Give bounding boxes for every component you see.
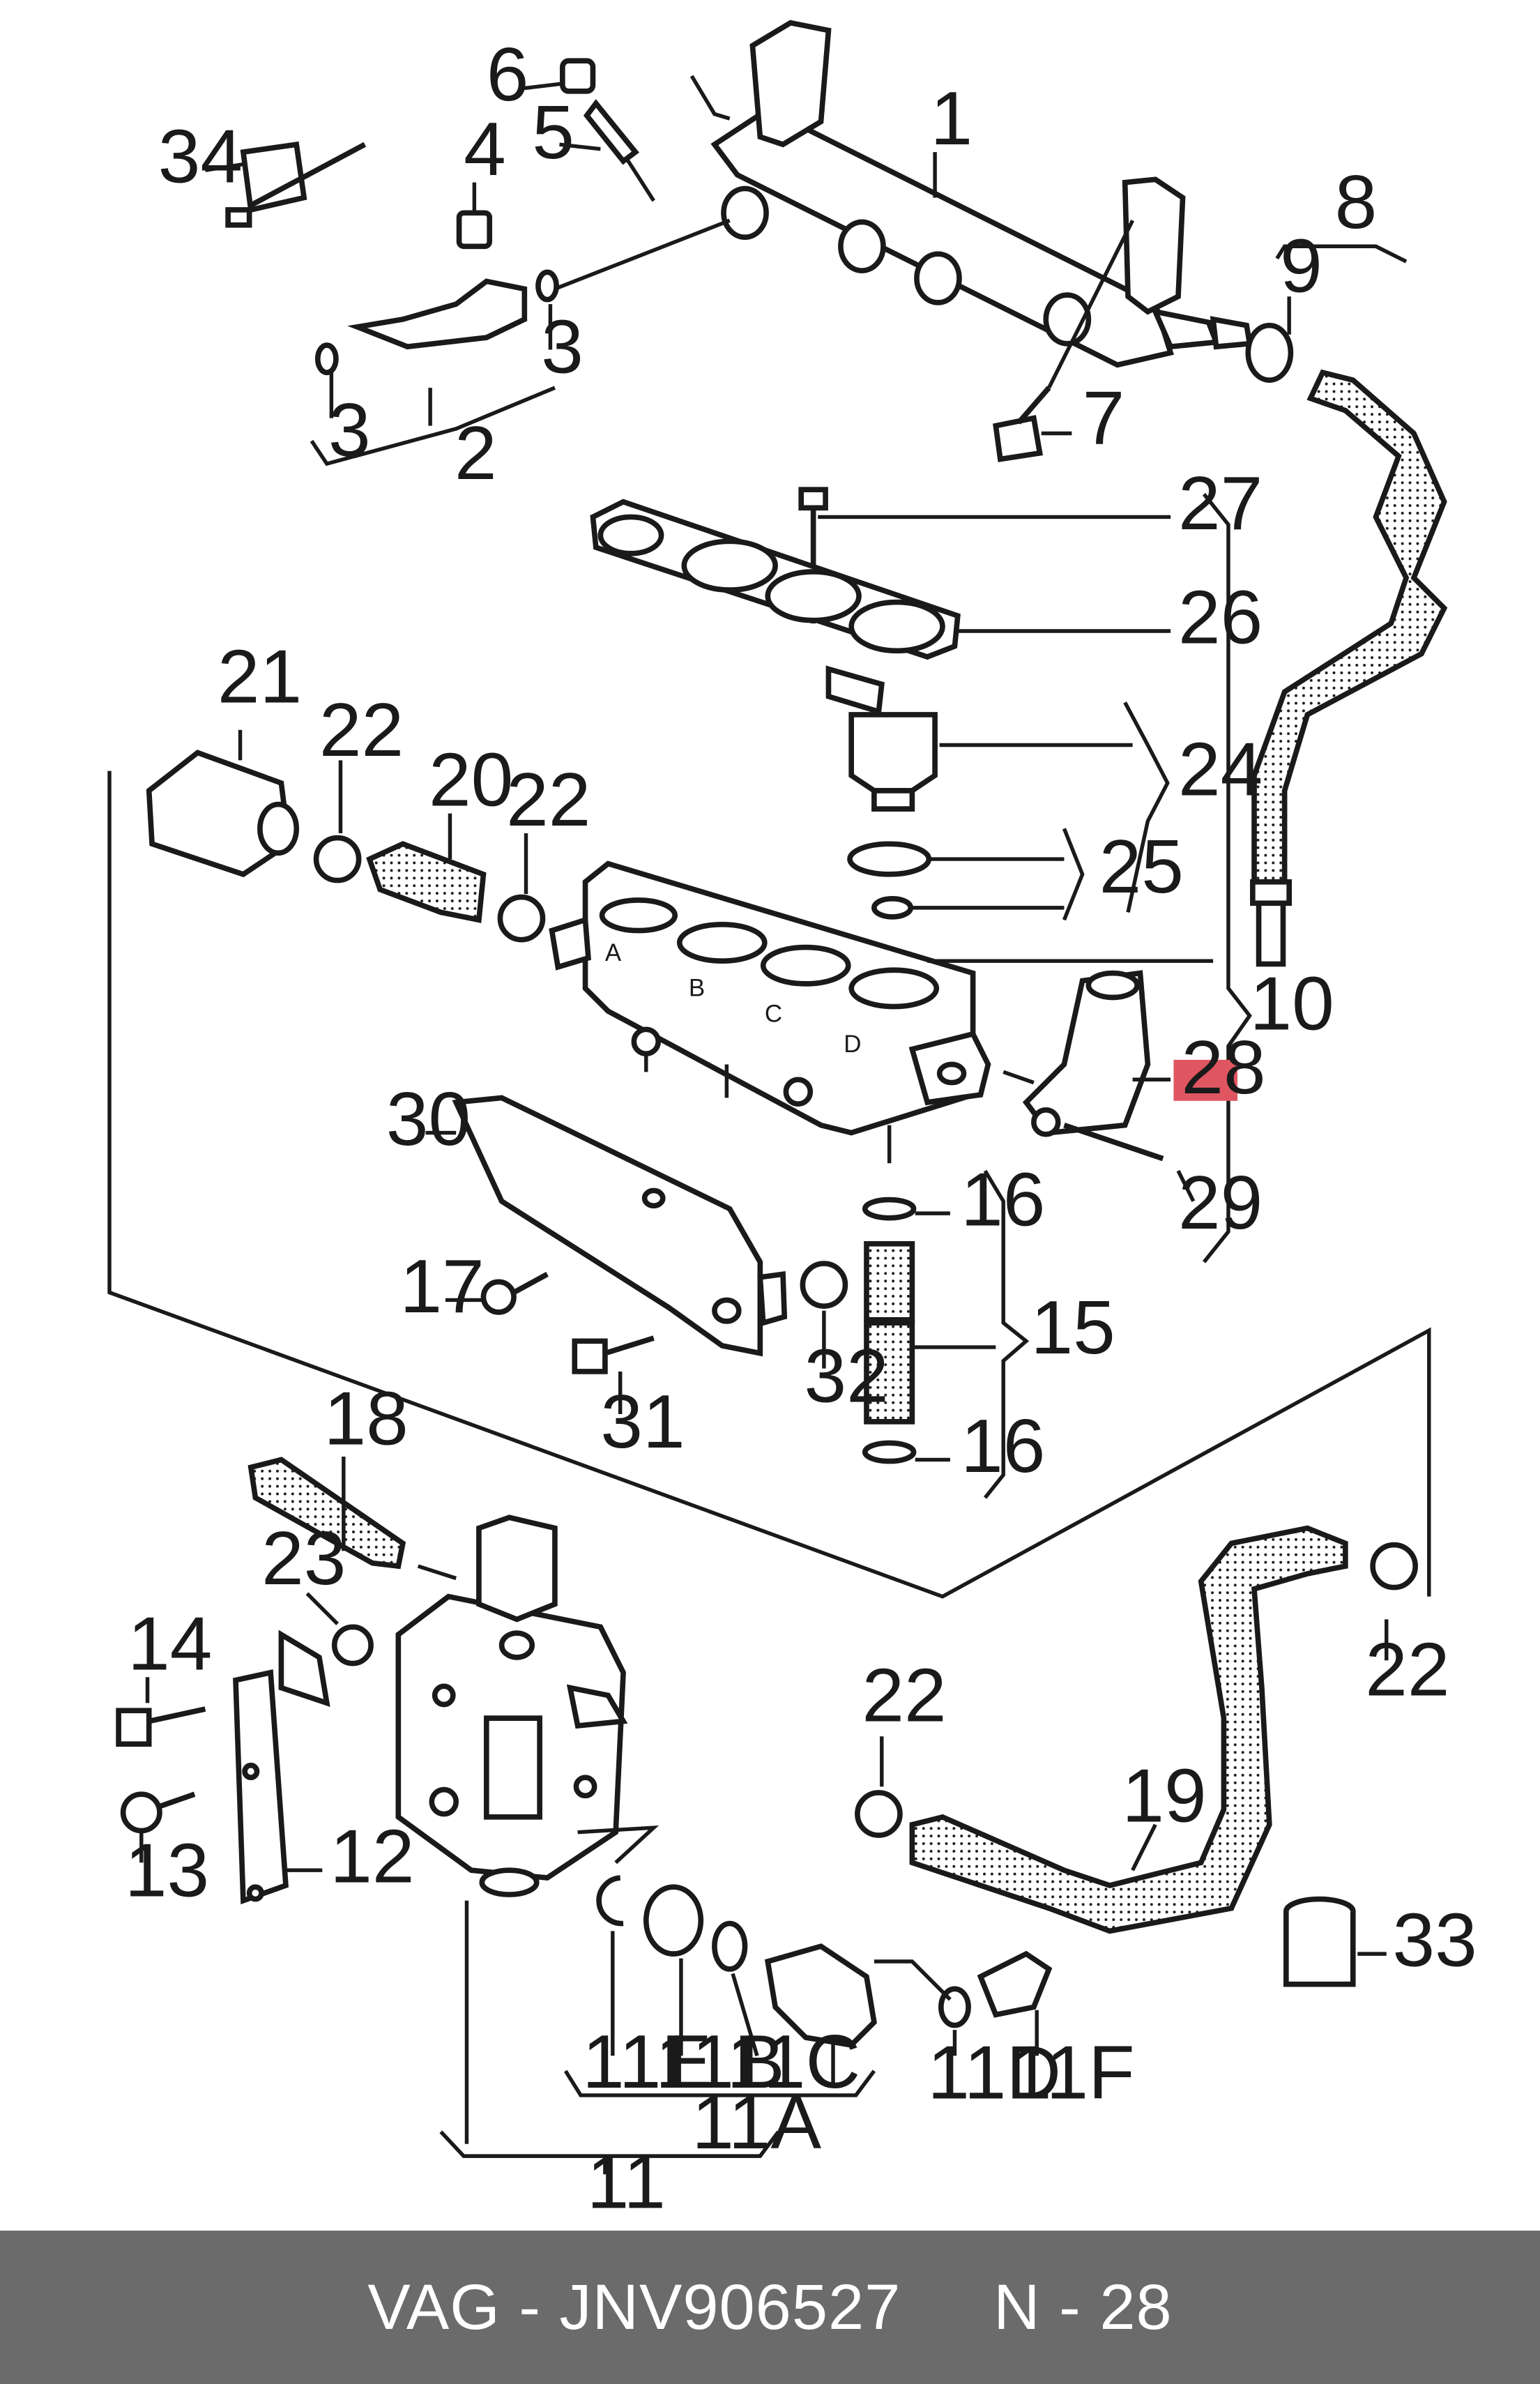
label-4: 4	[464, 107, 506, 192]
label-18: 18	[323, 1376, 408, 1461]
label-11d: 11D	[927, 2030, 1061, 2115]
label-13: 13	[125, 1828, 209, 1913]
label-3b: 3	[328, 388, 371, 473]
bearing-11b	[643, 1884, 704, 1957]
label-19: 19	[1122, 1753, 1206, 1838]
label-5: 5	[532, 90, 574, 175]
hose-clamp	[1245, 322, 1294, 383]
label-11: 11	[587, 2139, 666, 2224]
parts-diagram: A B C D	[107, 20, 1477, 2224]
gas-injector	[825, 665, 938, 812]
label-7: 7	[1083, 376, 1125, 461]
screw-13	[120, 1791, 196, 1834]
section-letter-b: B	[689, 974, 705, 1001]
label-22c: 22	[862, 1653, 946, 1738]
section-letter-a: A	[605, 939, 622, 966]
o-ring-large	[847, 841, 932, 877]
label-10: 10	[1249, 961, 1334, 1046]
footer-bar: VAG - JNV906527 N - 28	[0, 2231, 1540, 2384]
label-15: 15	[1030, 1285, 1115, 1370]
fuel-hose-upper	[1251, 369, 1448, 900]
valve-cap	[560, 58, 731, 202]
label-16b: 16	[961, 1404, 1045, 1489]
label-11b: 11B	[655, 2019, 785, 2104]
seal-11c	[712, 1920, 748, 1972]
hose-fitting	[1250, 879, 1293, 967]
label-12: 12	[330, 1814, 414, 1899]
label-30: 30	[386, 1077, 471, 1162]
hose-18	[247, 1457, 406, 1570]
highlight-box-28	[1173, 1059, 1238, 1101]
boundary-line	[107, 770, 1431, 1599]
o-ring-small	[871, 895, 914, 920]
bracket-bolt-31	[572, 1335, 655, 1374]
label-20: 20	[429, 738, 513, 823]
label-17: 17	[400, 1244, 485, 1329]
bolt-14	[116, 1706, 206, 1747]
hose-assembly-15	[862, 1197, 917, 1464]
gasket	[590, 499, 961, 660]
bracket-12	[233, 1630, 330, 1905]
circlip-11e	[596, 1875, 624, 1927]
section-letter-c: C	[765, 1000, 782, 1027]
nut-32	[800, 1261, 848, 1309]
label-11e: 11E	[582, 2019, 712, 2104]
label-11c: 11C	[726, 2019, 860, 2104]
label-22d: 22	[1365, 1627, 1449, 1712]
label-26: 26	[1178, 575, 1263, 660]
label-11f: 11F	[1009, 2030, 1135, 2115]
leader-lines	[139, 82, 1408, 2175]
label-32: 32	[805, 1334, 889, 1419]
label-29: 29	[1178, 1160, 1263, 1245]
parts-diagram-svg: A B C D	[107, 20, 1477, 2224]
connector-stub	[1210, 316, 1253, 350]
label-22a: 22	[319, 688, 404, 773]
retaining-clip	[456, 210, 492, 250]
part-labels: 1 2 3 3 4 5 6 7 8 9 10 11 11A 11B 11C 11…	[125, 32, 1477, 2224]
label-11a: 11A	[692, 2080, 821, 2165]
label-1: 1	[931, 76, 973, 161]
pressure-sensor	[1002, 970, 1151, 1137]
label-28: 28	[1181, 1025, 1265, 1110]
nut-23	[331, 1624, 374, 1666]
label-14: 14	[128, 1601, 212, 1686]
sleeve-33	[1283, 1896, 1356, 1987]
label-24: 24	[1178, 727, 1263, 812]
fuel-filter	[146, 750, 300, 878]
fuel-rail	[710, 20, 1220, 368]
label-16a: 16	[961, 1157, 1045, 1243]
label-25: 25	[1099, 824, 1184, 909]
label-34: 34	[158, 114, 243, 199]
pressure-regulator	[395, 1514, 628, 1897]
fuel-injector	[314, 218, 731, 376]
label-31: 31	[600, 1379, 685, 1464]
hose-clamp-b	[497, 894, 546, 943]
part-number-caption: VAG - JNV906527 N - 28	[367, 2271, 1173, 2343]
hose-19	[909, 1525, 1348, 1934]
bracket-screw-17	[480, 1272, 549, 1315]
cable-tie	[225, 141, 367, 228]
hose-clamp-a	[313, 835, 362, 883]
label-27: 27	[1178, 461, 1263, 546]
fitting-11f	[977, 1950, 1053, 2018]
valve-11a	[764, 1943, 877, 2049]
sensor-screw	[1063, 1123, 1164, 1162]
injector-block: A B C D	[549, 860, 991, 1164]
label-8: 8	[1335, 160, 1378, 245]
label-22b: 22	[506, 757, 590, 842]
label-33: 33	[1392, 1898, 1477, 1983]
mounting-bracket	[452, 1095, 788, 1357]
label-6: 6	[487, 32, 529, 117]
label-21: 21	[218, 634, 302, 719]
section-letter-d: D	[844, 1031, 861, 1058]
label-3a: 3	[541, 304, 584, 389]
hose-clamp-c	[855, 1790, 903, 1838]
label-23: 23	[261, 1516, 346, 1601]
label-2: 2	[455, 411, 497, 496]
hose-clamp-d	[1370, 1542, 1418, 1590]
short-hose	[366, 841, 487, 923]
rail-bolt	[993, 219, 1135, 462]
label-9: 9	[1280, 224, 1322, 309]
